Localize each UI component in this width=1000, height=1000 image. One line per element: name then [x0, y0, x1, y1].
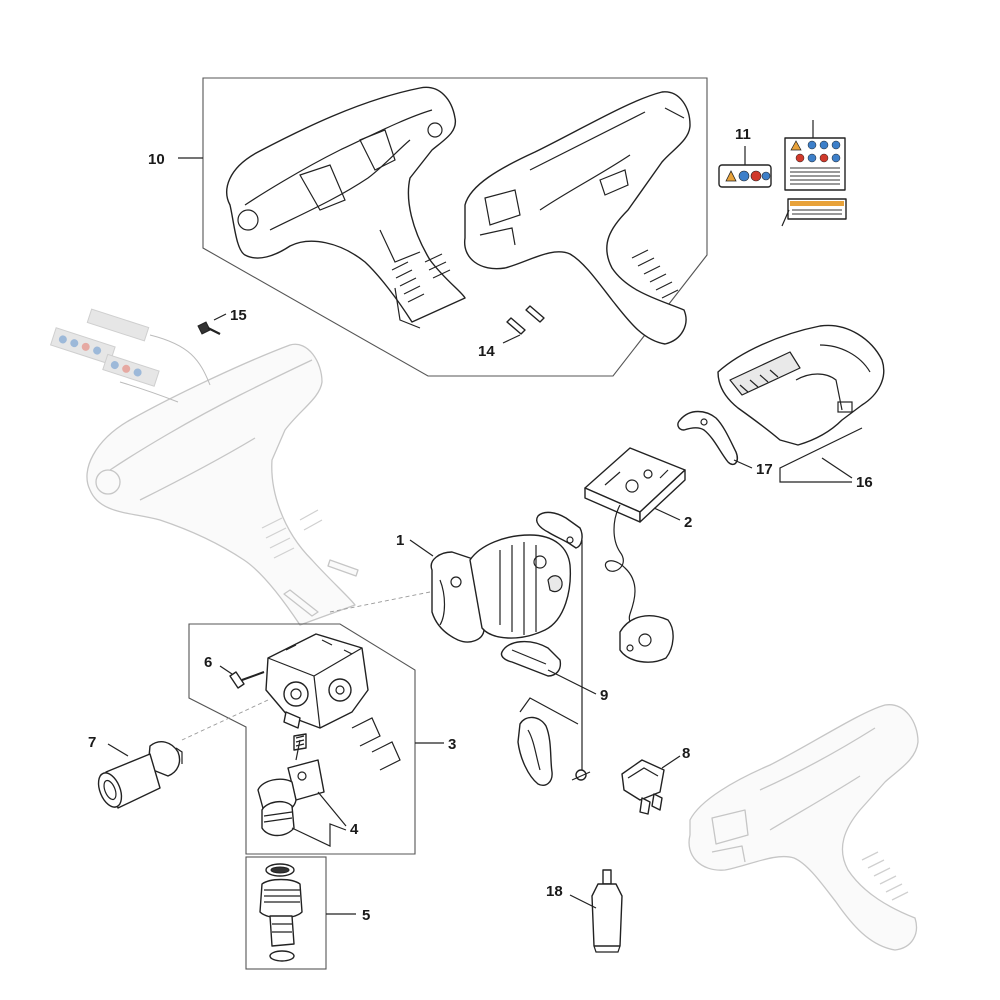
callout-6: 6 — [204, 654, 212, 671]
pins-14 — [506, 305, 545, 335]
screw-6 — [229, 671, 265, 689]
housing-half-right — [464, 91, 691, 345]
trigger-bracket-part — [536, 511, 583, 549]
callout-5: 5 — [362, 907, 370, 924]
pump-body — [265, 633, 369, 729]
inlet-fitting-4 — [257, 733, 325, 837]
warning-labels-11 — [718, 137, 847, 220]
switch-unit-2 — [584, 447, 686, 663]
pump-group-frame — [188, 623, 416, 855]
trigger-9 — [500, 641, 562, 677]
screw-15 — [197, 321, 221, 335]
callout-16: 16 — [856, 474, 873, 491]
hose-connector-5 — [259, 863, 303, 962]
motor-1 — [430, 534, 572, 643]
callout-1: 1 — [396, 532, 404, 549]
switch-8 — [621, 759, 665, 815]
spring-part — [571, 769, 591, 781]
callout-10: 10 — [148, 151, 165, 168]
retaining-clips — [351, 717, 401, 771]
trigger-lever — [517, 716, 553, 786]
callout-15: 15 — [230, 307, 247, 324]
callout-8: 8 — [682, 745, 690, 762]
callout-14: 14 — [478, 343, 495, 360]
callout-11: 11 — [735, 126, 751, 143]
grease-tube-18 — [591, 869, 623, 953]
nozzle-7 — [97, 741, 183, 809]
clip-17 — [677, 410, 738, 466]
connector-group-frame — [245, 856, 327, 970]
ghost-housing-left — [49, 308, 359, 626]
callout-9: 9 — [600, 687, 608, 704]
callout-18: 18 — [546, 883, 563, 900]
housing-half-left — [226, 86, 466, 329]
callout-4: 4 — [350, 821, 359, 838]
callout-3: 3 — [448, 736, 456, 753]
safety-symbol-icon — [738, 170, 750, 182]
callout-7: 7 — [88, 734, 96, 751]
callout-17: 17 — [756, 461, 773, 478]
ghost-tool-right — [688, 704, 919, 951]
warning-triangle-icon — [725, 170, 737, 182]
callout-2: 2 — [684, 514, 692, 531]
cover-16 — [717, 324, 885, 446]
